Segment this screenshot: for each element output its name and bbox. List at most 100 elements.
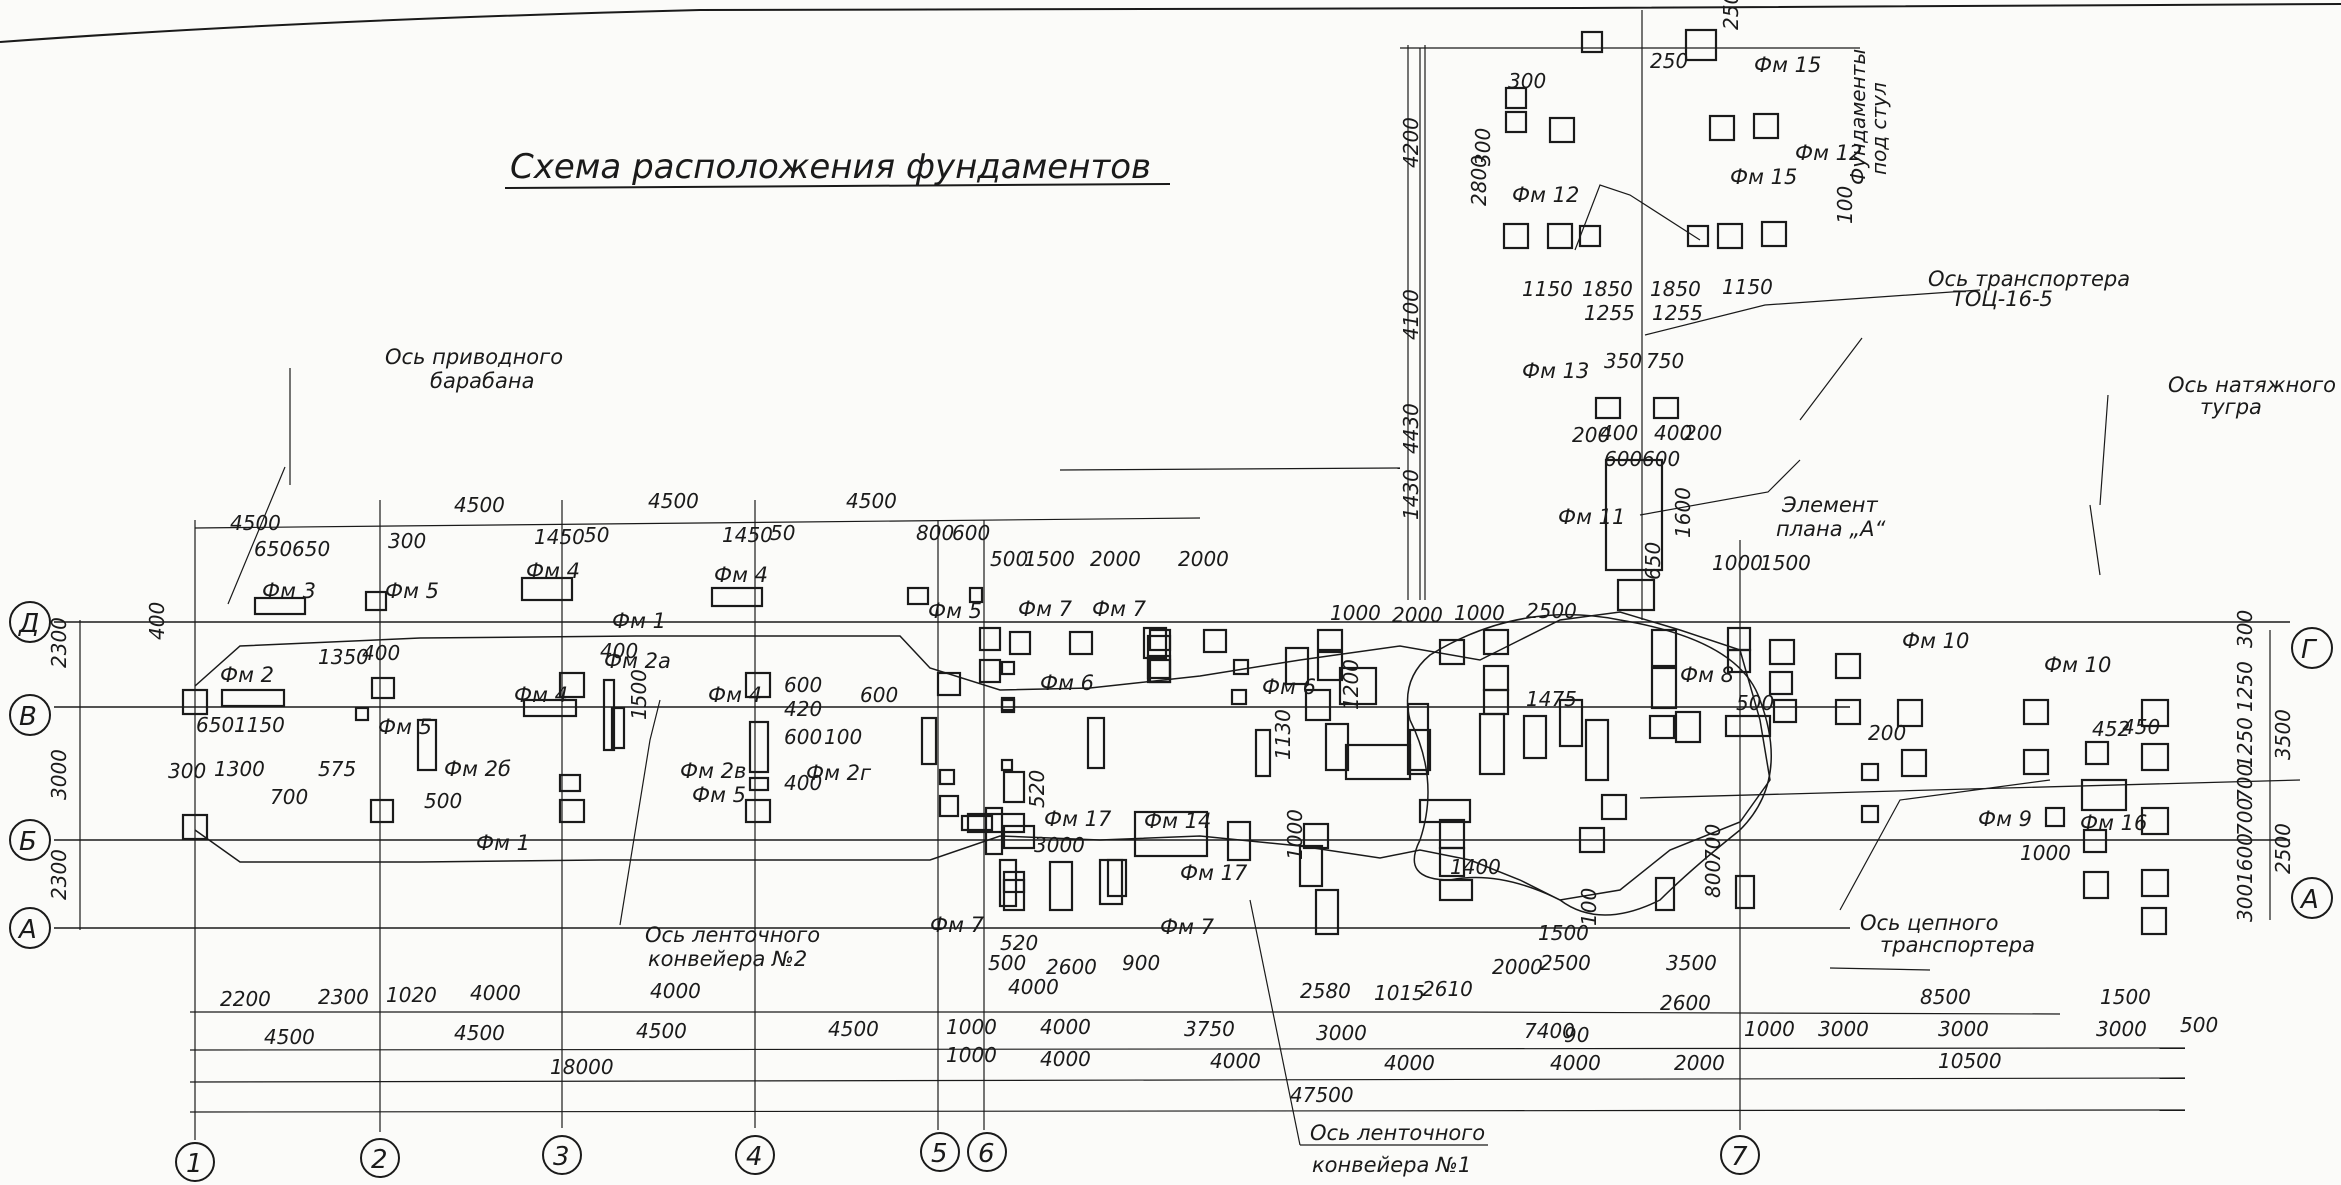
row-axis-g-right: Г <box>2301 635 2318 665</box>
label-fm5-a: Фм 5 <box>385 579 439 603</box>
foundation-labels: Фм 1 Фм 1 Фм 2 Фм 3 Фм 4 Фм 4 Фм 4 Фм 4 … <box>220 53 2147 939</box>
dim-m-5: 1300 <box>214 757 265 781</box>
row-axis-b: Б <box>19 827 37 857</box>
dim-left-3: 400 <box>145 602 169 640</box>
dim-r3-0: 18000 <box>550 1055 614 1079</box>
label-fm13: Фм 13 <box>1522 359 1589 383</box>
col-axis-4: 4 <box>746 1142 763 1172</box>
dim-top-22: 1500 <box>1760 551 1811 575</box>
dim-top-0: 4500 <box>230 511 281 535</box>
label-fm6-a: Фм 6 <box>1040 671 1094 695</box>
dim-tb-17: 600 <box>1642 447 1680 471</box>
dim-r2-7: 3000 <box>1316 1021 1367 1045</box>
dim-r1-9: 2000 <box>1492 955 1543 979</box>
dim-tb-16: 600 <box>1604 447 1642 471</box>
dim-tb-4: 1150 <box>1522 277 1573 301</box>
col-axis-5: 5 <box>931 1139 948 1169</box>
note-chain-l2: транспортера <box>1880 933 2035 957</box>
dim-top-5: 50 <box>584 523 609 547</box>
dim-m-11: 420 <box>784 697 822 721</box>
dim-r1-7: 1015 <box>1374 981 1425 1005</box>
row-axis-d: Д <box>18 609 39 639</box>
col-axis-1: 1 <box>186 1149 203 1179</box>
row-axis-a: А <box>17 915 37 945</box>
note-pad-l2: под стул <box>1867 82 1891 175</box>
note-belt2-l2: конвейера №2 <box>648 947 807 971</box>
dim-vt-2: 4430 <box>1399 403 1423 454</box>
dim-r3-4: 4000 <box>1384 1051 1435 1075</box>
dim-tb-6: 1850 <box>1650 277 1701 301</box>
dimension-lines <box>79 47 2271 1113</box>
dim-r1-15: 1500 <box>2100 985 2151 1009</box>
dim-tb-13: 400 <box>1600 421 1638 445</box>
dim-r2-3: 4500 <box>828 1017 879 1041</box>
dim-tb-10: 350 <box>1604 349 1642 373</box>
dim-r1-8: 2610 <box>1422 977 1473 1001</box>
label-fm1-top: Фм 1 <box>612 609 666 633</box>
note-element-l2: плана „А“ <box>1776 517 1886 541</box>
label-fm11: Фм 11 <box>1558 505 1625 529</box>
top-dimensions: 4500 4500 4500 4500 1450 50 1450 50 300 … <box>230 489 1811 627</box>
dim-r1-1: 2300 <box>318 985 369 1009</box>
dim-tb-0: 250 <box>1650 49 1688 73</box>
dim-tb-2: 300 <box>1508 69 1546 93</box>
label-fm7-a: Фм 7 <box>1018 597 1073 621</box>
dim-r2-10: 3000 <box>1818 1017 1869 1041</box>
label-fm4-d: Фм 4 <box>708 683 762 707</box>
dim-r3-5: 4000 <box>1550 1051 1601 1075</box>
col-axis-7: 7 <box>1731 1142 1748 1172</box>
dim-tb-15: 200 <box>1684 421 1722 445</box>
dim-tb-14: 400 <box>1654 421 1692 445</box>
note-belt1-l1: Ось ленточного <box>1310 1121 1485 1145</box>
dim-tb-3: 300 <box>1471 128 1495 166</box>
dim-tb-1: 250 <box>1719 0 1743 30</box>
label-fm15-a: Фм 15 <box>1754 53 1821 77</box>
row-axis-a-right: А <box>2299 885 2319 915</box>
dim-r2-8: 7400 <box>1524 1019 1575 1043</box>
note-transporter-l1: Ось транспортера <box>1928 267 2130 291</box>
col-axis-6: 6 <box>978 1139 995 1169</box>
note-belt2-l1: Ось ленточного <box>645 923 820 947</box>
dim-r1-0: 2200 <box>220 987 271 1011</box>
dim-left-2: 2300 <box>47 849 71 900</box>
note-element-l1: Элемент <box>1781 493 1878 517</box>
label-fm2v: Фм 2в <box>680 759 746 783</box>
dim-m-23: 1200 <box>1339 659 1363 710</box>
dim-right-1: 1250 <box>2233 661 2257 712</box>
dim-m-17: 520 <box>1025 770 1049 808</box>
dim-m-21: 900 <box>1122 951 1160 975</box>
label-fm2b: Фм 2б <box>444 757 511 781</box>
dim-top-4: 1450 <box>534 525 585 549</box>
local-dimensions: 1350 400 650 1150 300 1300 575 700 500 4… <box>168 639 2160 979</box>
dim-r1-5: 4000 <box>1008 975 1059 999</box>
dim-top-14: 2000 <box>1178 547 1229 571</box>
dim-vt-6: 100 <box>1833 186 1857 224</box>
dim-m-30: 1500 <box>1538 921 1589 945</box>
label-fm12-b: Фм 12 <box>1795 141 1862 165</box>
dim-m-13: 400 <box>784 771 822 795</box>
dim-total: 47500 <box>1290 1083 1354 1107</box>
dim-m-25: 1000 <box>1283 809 1307 860</box>
label-fm10-b: Фм 10 <box>2044 653 2111 677</box>
label-fm1-bot: Фм 1 <box>476 831 530 855</box>
row-axes: Д В Б А Г А <box>9 601 2333 949</box>
dim-m-10: 600 <box>784 673 822 697</box>
dim-m-9: 400 <box>600 639 638 663</box>
dim-tb-7: 1150 <box>1722 275 1773 299</box>
dim-tb-12: 200 <box>1572 423 1610 447</box>
dim-m-4: 300 <box>168 759 206 783</box>
dim-top-16: 600 <box>952 521 990 545</box>
label-fm8: Фм 8 <box>1680 663 1734 687</box>
label-fm17-b: Фм 17 <box>1180 861 1248 885</box>
dim-m-6: 575 <box>318 757 356 781</box>
dim-r2-13: 500 <box>2180 1013 2218 1037</box>
dim-r2-9: 1000 <box>1744 1017 1795 1041</box>
dim-m-31: 1000 <box>2020 841 2071 865</box>
dim-vt-7: 650 <box>1641 542 1665 580</box>
dim-tb-9: 1255 <box>1652 301 1703 325</box>
dim-top-15: 800 <box>916 521 954 545</box>
dim-vt-4: 2800 <box>1467 155 1491 206</box>
label-fm7-b: Фм 7 <box>1092 597 1147 621</box>
dim-r1-3: 4000 <box>470 981 521 1005</box>
dim-vt-0: 4200 <box>1399 117 1423 168</box>
